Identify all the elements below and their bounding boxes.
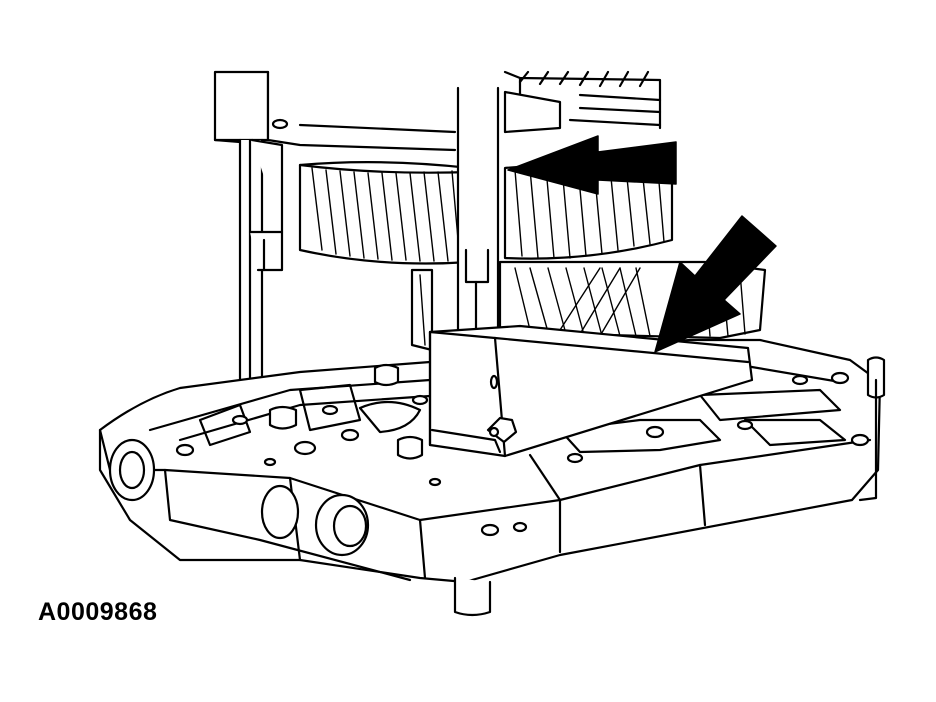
arrow-down-left-icon (654, 215, 777, 353)
upper-housing (213, 70, 662, 152)
figure-id-label: A0009868 (38, 598, 158, 626)
left-shift-rail (238, 138, 284, 422)
upper-gear-teeth (311, 167, 461, 263)
upper-gear (298, 161, 674, 265)
removal-tool (428, 324, 754, 458)
press-rod (456, 86, 500, 337)
arrow-left-icon (507, 135, 677, 195)
